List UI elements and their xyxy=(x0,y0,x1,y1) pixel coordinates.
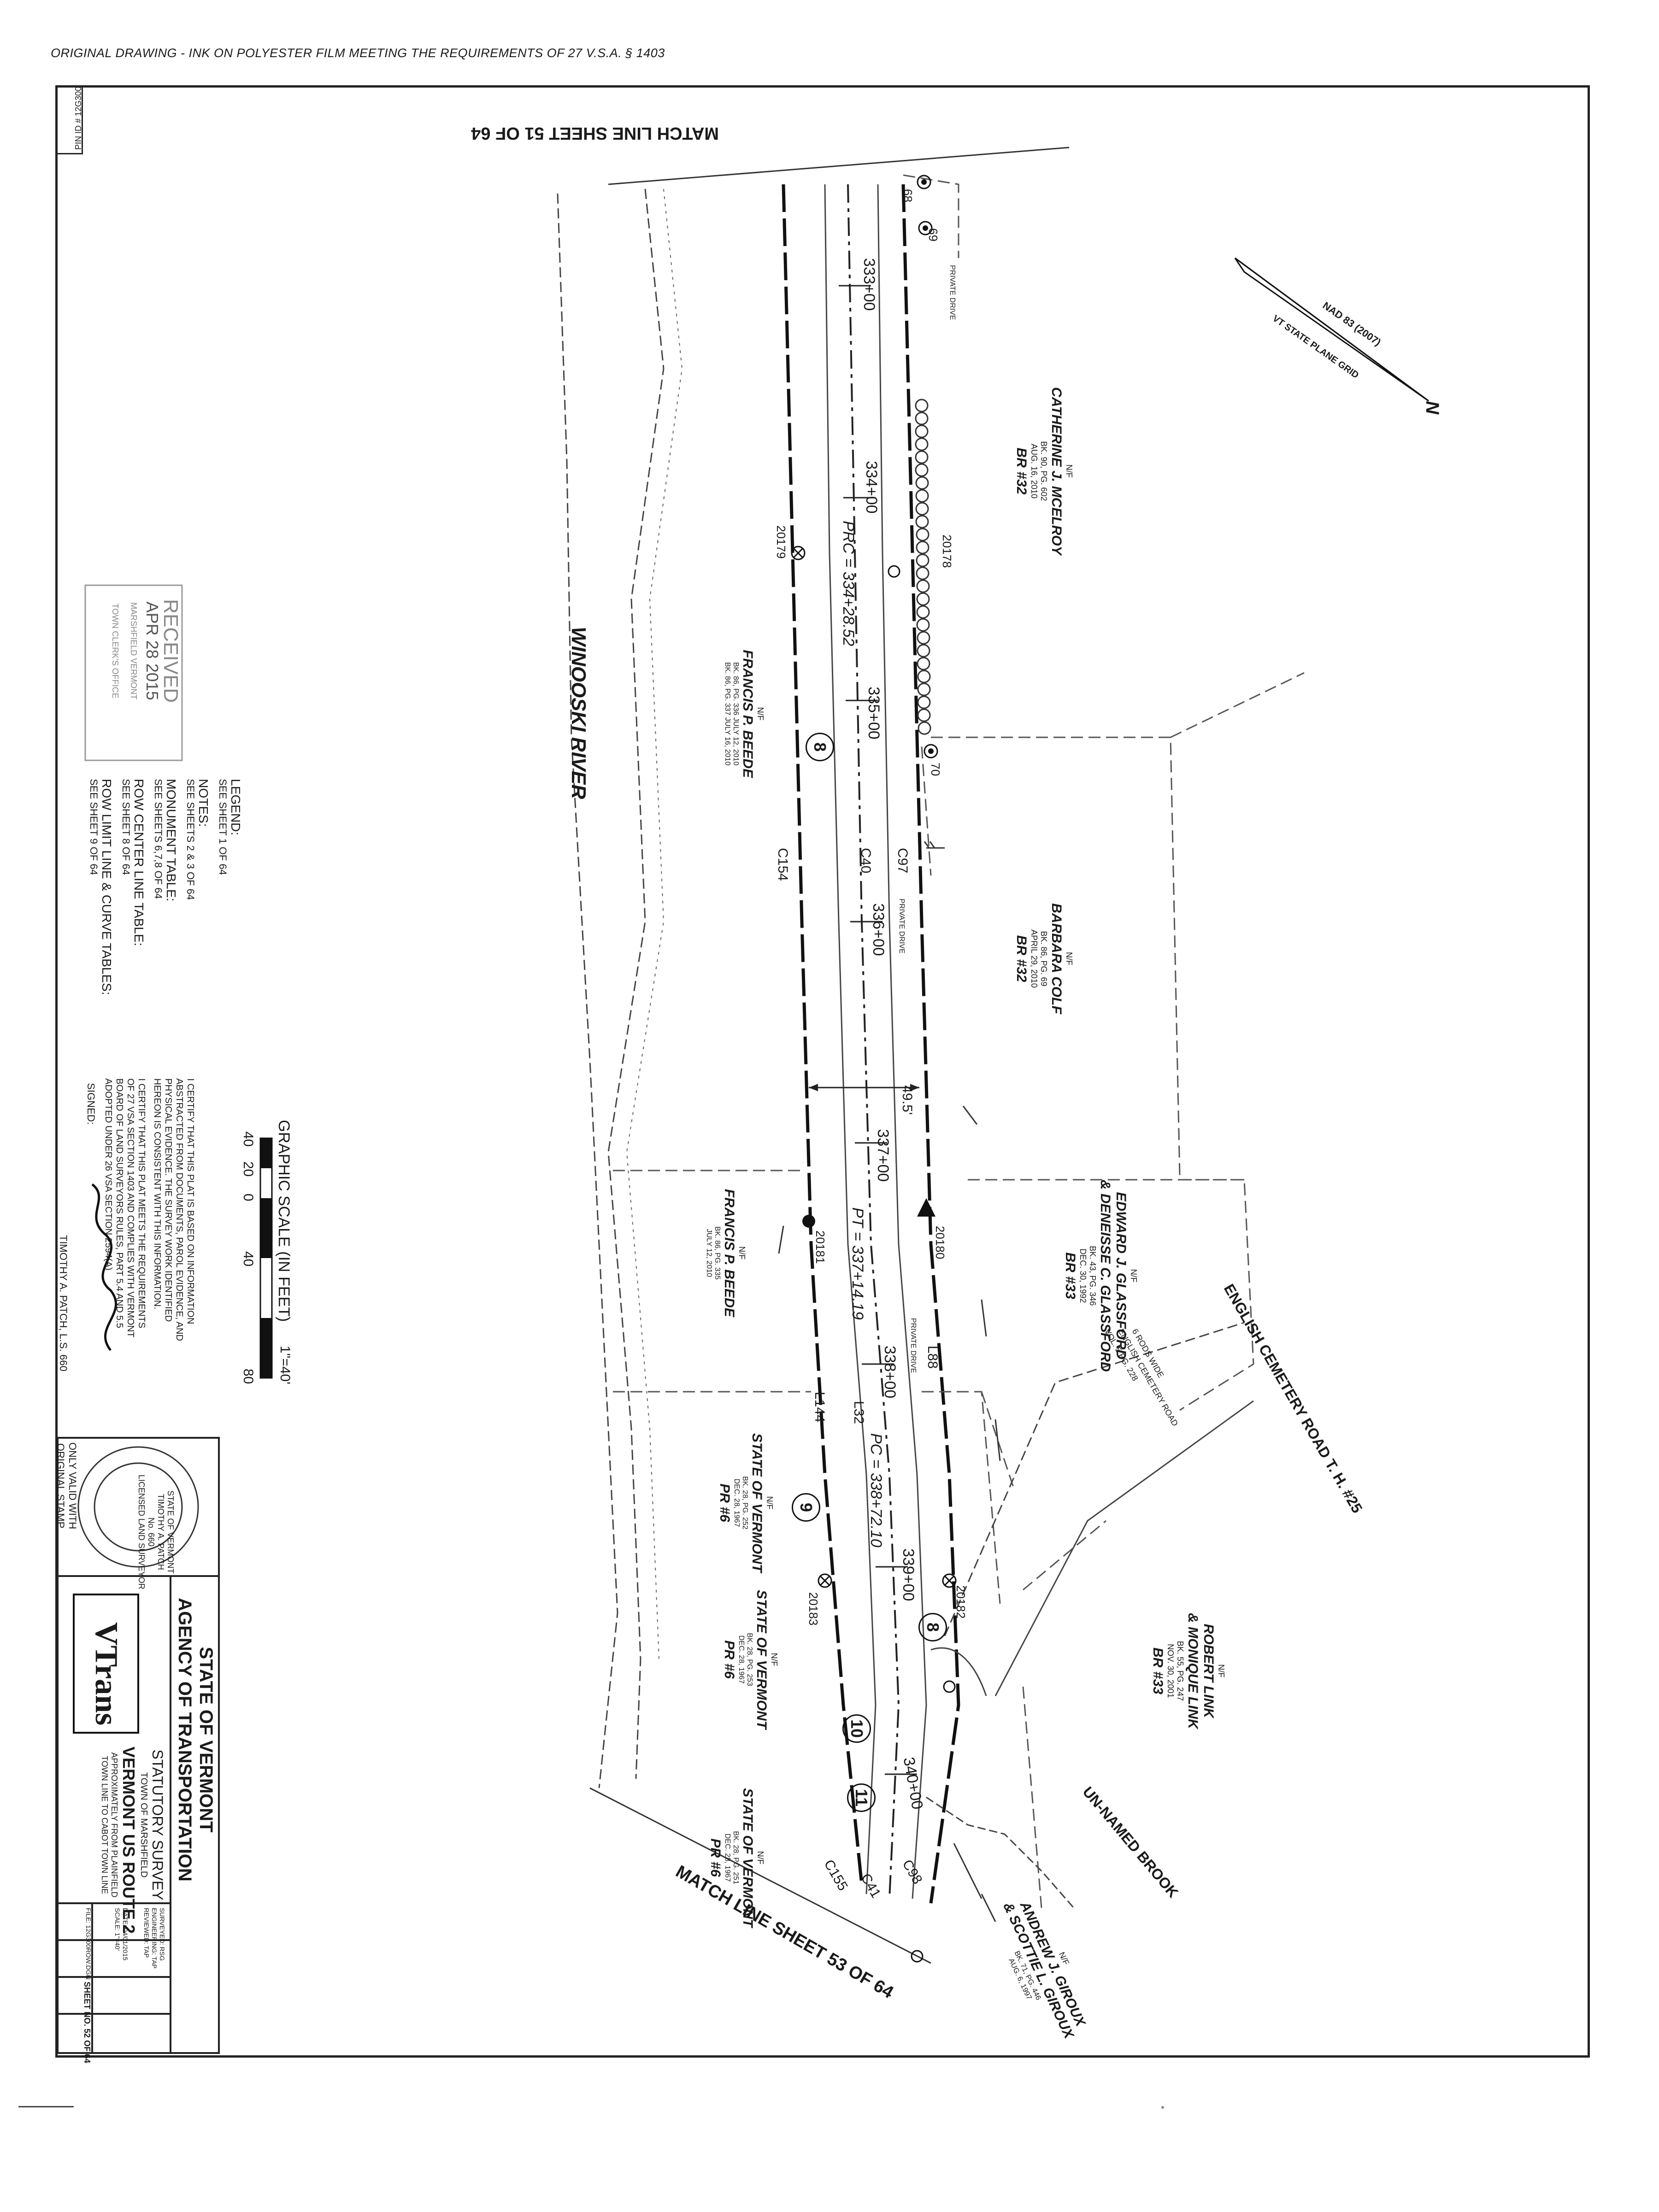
parcel-state-3: N/F STATE OF VERMONT BK. 28, PG. 251 DEC… xyxy=(708,1788,765,1928)
monument-label: 68 xyxy=(901,189,915,202)
private-drive-label: PRIVATE DRIVE xyxy=(948,265,956,320)
station-label: 337+00 xyxy=(874,1129,892,1182)
monument-label: 20183 xyxy=(806,1592,820,1626)
station-label: 335+00 xyxy=(865,687,882,740)
legend-block: LEGEND: SEE SHEET 1 OF 64 NOTES: SEE SHE… xyxy=(88,779,243,995)
curve-label: L32 xyxy=(851,1401,866,1424)
monument-label: 69 xyxy=(926,228,940,241)
seal-valid-note: ONLY VALID WITH ORIGINAL STAMP xyxy=(55,1442,78,1530)
title-description: STATUTORY SURVEY TOWN OF MARSHFIELD VERM… xyxy=(100,1747,166,1934)
graphic-scale-ratio: 1"=40' xyxy=(277,1346,293,1384)
title-block-frame xyxy=(57,1437,220,2054)
graphic-scale-bar xyxy=(259,1137,273,1379)
graphic-scale-tick: 40 xyxy=(241,1131,256,1147)
circled-number: 10 xyxy=(842,1714,871,1743)
monument-label: 20180 xyxy=(933,1226,947,1259)
curve-label: L88 xyxy=(925,1346,940,1369)
parcel-state-2: N/F STATE OF VERMONT BK. 28, PG. 253 DEC… xyxy=(722,1590,779,1730)
graphic-scale-tick: 80 xyxy=(241,1369,256,1384)
row-line-east xyxy=(901,184,960,1904)
circled-number: 8 xyxy=(806,733,834,761)
river-bank-east xyxy=(607,188,665,1779)
received-stamp: RECEIVED APR 28 2015 MARSHFIELD VERMONT … xyxy=(111,599,182,703)
vtrans-logo: VTrans xyxy=(88,1622,124,1726)
match-line-top-label: MATCH LINE SHEET 51 OF 64 xyxy=(471,124,719,143)
received-stamp-box xyxy=(84,584,183,761)
surveyor-name: TIMOTHY A. PATCH, L.S. 660 xyxy=(58,1235,69,1371)
row-line-west xyxy=(782,184,864,1885)
river-bank-west xyxy=(557,193,618,1788)
parcel-lines xyxy=(613,174,1305,1908)
curve-point-pc: PC = 338+72.10 xyxy=(867,1433,885,1547)
monument-label: 20181 xyxy=(813,1230,827,1264)
curve-label: C154 xyxy=(775,848,790,881)
title-sheet-no: SHEET NO. 52 OF 64 xyxy=(82,1982,92,2064)
parcel-beede-2: N/F FRANCIS P. BEEDE BK. 86, PG. 335 JUL… xyxy=(705,1189,747,1317)
certification-text: I CERTIFY THAT THIS PLAT IS BASED ON INF… xyxy=(103,1078,195,1341)
curve-label: C97 xyxy=(895,848,910,874)
title-meta-file: FILE: 12G300ROW.DGN xyxy=(85,1908,92,1980)
header-note: ORIGINAL DRAWING - INK ON POLYESTER FILM… xyxy=(51,46,665,60)
title-agency: STATE OF VERMONT AGENCY OF TRANSPORTATIO… xyxy=(175,1598,216,1882)
seal-text: STATE OF VERMONT TIMOTHY A. PATCH No. 66… xyxy=(137,1475,175,1589)
curve-point-pt: PT = 337+14.19 xyxy=(849,1207,866,1320)
private-drive-label: PRIVATE DRIVE xyxy=(898,899,906,954)
drawing-frame xyxy=(55,85,1590,2058)
station-ticks xyxy=(839,285,917,1775)
monument-label: 70 xyxy=(929,763,942,776)
pin-box: PIN ID # 12G300 xyxy=(55,85,83,154)
private-drive-label: PRIVATE DRIVE xyxy=(909,1318,917,1373)
dimension-line xyxy=(809,1084,919,1091)
tree-line xyxy=(915,399,931,735)
station-label: 338+00 xyxy=(881,1346,899,1399)
dimension-label: 49.5' xyxy=(900,1085,915,1115)
graphic-scale-tick: 40 xyxy=(241,1251,256,1267)
circled-number: 11 xyxy=(847,1783,876,1812)
monument-label: 20182 xyxy=(954,1585,968,1619)
station-label: 333+00 xyxy=(860,258,878,311)
river-label: WINOOSKI RIVER xyxy=(567,627,590,800)
centerline xyxy=(847,184,900,1899)
surveyor-seal xyxy=(77,1446,199,1568)
speck xyxy=(1161,2106,1164,2109)
parcel-glassford: N/F EDWARD J. GLASSFORD & DENEISSE C. GL… xyxy=(1063,1180,1138,1372)
bottom-rule xyxy=(18,2106,74,2107)
station-label: 334+00 xyxy=(863,461,880,514)
parcel-beede-1: N/F FRANCIS P. BEEDE BK. 86, PG. 336 JUL… xyxy=(724,650,765,778)
graphic-scale-tick: 0 xyxy=(241,1194,256,1201)
curve-point-prc: PRC = 334+28.52 xyxy=(840,521,857,647)
signed-label: SIGNED: xyxy=(85,1083,97,1125)
parcel-link: N/F ROBERT LINK & MONIQUE LINK BK. 55, P… xyxy=(1150,1613,1226,1729)
river-bank-inner xyxy=(626,188,683,1659)
pavement-edge-east xyxy=(877,184,927,1899)
curve-label: C40 xyxy=(858,848,873,874)
parcel-colf: N/F BARBARA COLF BK. 86, PG. 69 APRIL 29… xyxy=(1014,903,1074,1014)
station-label: 339+00 xyxy=(900,1548,917,1601)
brook-line xyxy=(926,1796,1075,1908)
title-meta-date: DATE: 04/01/2015 SCALE: 1"=40' xyxy=(114,1908,129,1961)
match-line-bottom xyxy=(589,1787,931,1964)
match-line-top xyxy=(608,147,1070,185)
monument-label: 20179 xyxy=(774,525,788,559)
title-meta-surveyed: SURVEYED: RSG ENGINEERING: TAP REVIEWED:… xyxy=(143,1908,166,1969)
pavement-edge-west xyxy=(824,184,877,1894)
parcel-state-1: N/F STATE OF VERMONT BK. 28, PG. 252 DEC… xyxy=(717,1433,774,1573)
graphic-scale-title: GRAPHIC SCALE (IN FEET) xyxy=(275,1120,293,1322)
cemetery-road-lines xyxy=(930,1322,1254,1696)
graphic-scale-tick: 20 xyxy=(241,1161,256,1177)
monument-markers xyxy=(791,175,957,1963)
north-arrow-shape xyxy=(1234,257,1429,402)
circled-number: 8 xyxy=(918,1613,947,1641)
curve-label: L144 xyxy=(812,1392,827,1423)
station-label: 336+00 xyxy=(870,903,887,956)
vtrans-logo-box xyxy=(73,1594,139,1734)
circled-number: 9 xyxy=(792,1493,820,1522)
hatch-marks xyxy=(778,841,1001,1922)
parcel-mcelroy: N/F CATHERINE J. MCELROY BK. 90, PG. 602… xyxy=(1014,387,1074,555)
signature-scribble xyxy=(91,1183,118,1351)
monument-label: 20178 xyxy=(940,535,954,568)
north-arrow-letter: N xyxy=(1422,401,1442,414)
